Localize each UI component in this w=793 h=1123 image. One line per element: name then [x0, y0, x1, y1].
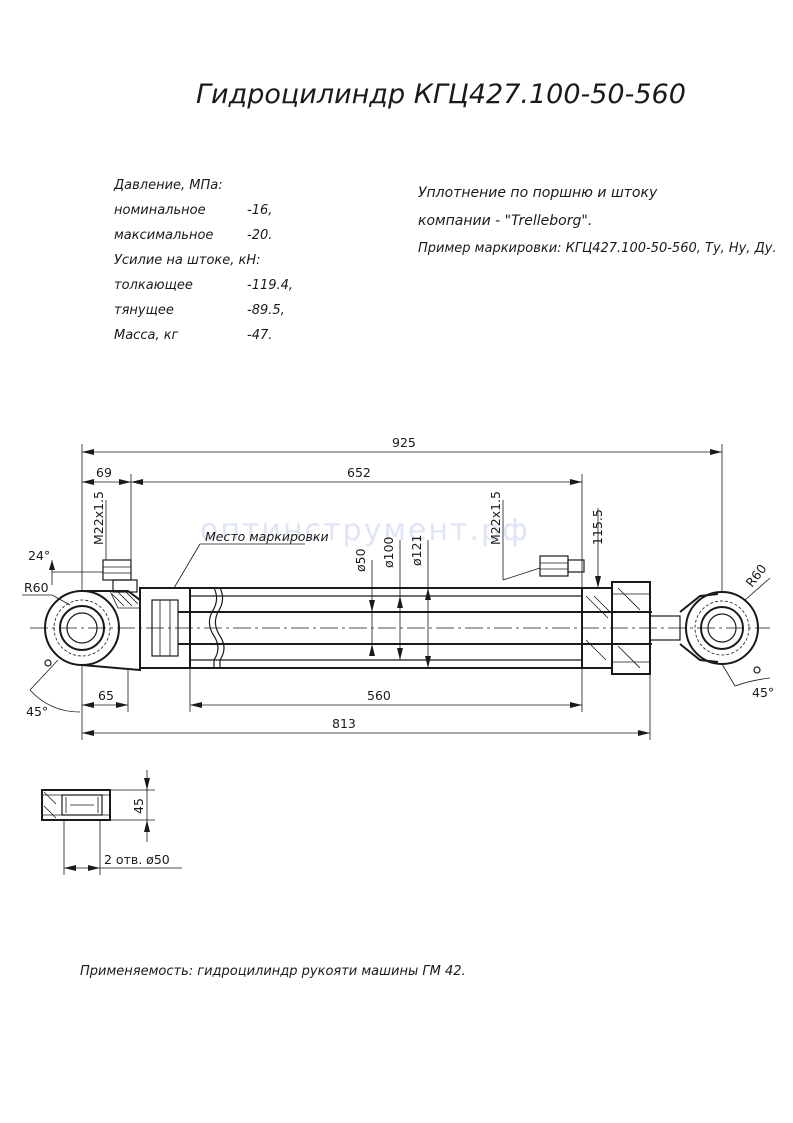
dim-rod-dia: ø50: [353, 548, 368, 572]
hatch-line: [585, 595, 609, 619]
dim-end-offset: 69: [96, 465, 112, 480]
dim-eye-width: 45: [131, 798, 146, 814]
left-eye-bore: [59, 605, 105, 651]
eye-detail: 45 2 отв. ø50: [41, 770, 182, 875]
spec-label: Усилие на штоке, кН:: [114, 253, 261, 268]
spec-label: толкающее: [114, 278, 193, 293]
hatch-line: [617, 587, 641, 611]
dim-port-height: 115.5: [590, 509, 605, 545]
grease-nipple: [44, 659, 52, 667]
dim-port-thread-left: M22x1.5: [91, 491, 106, 545]
dim-arrows: [369, 600, 375, 656]
applicability-note: Применяемость: гидроцилиндр рукояти маши…: [80, 964, 466, 979]
dim-stroke: 560: [367, 688, 391, 703]
seal-note-line1: Уплотнение по поршню и штоку: [418, 185, 658, 201]
dim-radius-left: R60: [24, 580, 49, 595]
right-port-fitting: [539, 555, 569, 577]
watermark: оптинструмент.рф: [200, 513, 530, 548]
dim-angle-bottom-right: 45°: [752, 685, 774, 700]
label-marking-location: Место маркировки: [205, 529, 329, 544]
left-port-body: [112, 579, 138, 593]
ext-line: [29, 659, 59, 691]
leader: [173, 543, 201, 589]
break-line: [208, 587, 219, 668]
leader: [744, 577, 771, 601]
seal-note-line2: компании - "Trelleborg".: [418, 213, 592, 229]
rod-end: [649, 615, 681, 641]
eye-detail-bushing: [61, 794, 103, 816]
dim-holes: 2 отв. ø50: [104, 852, 170, 867]
left-eye-inner: [66, 612, 98, 644]
piston: [151, 599, 179, 657]
spec-value: -119.4,: [247, 278, 293, 293]
dim-arrows: [64, 865, 100, 871]
eye-detail-body: [41, 789, 111, 821]
hatch-line: [617, 645, 641, 669]
dim-total: 925: [392, 435, 416, 450]
spec-label: тянущее: [114, 303, 174, 318]
seal-note: Уплотнение по поршню и штоку компании - …: [418, 185, 777, 256]
ext-line: [721, 663, 736, 687]
dimensions: 925 652 69 M22x1.5 Место маркировки ø50 …: [22, 435, 774, 740]
left-end-cap: [139, 587, 191, 669]
dim-bore-dia: ø100: [381, 536, 396, 568]
right-port-body: [567, 559, 585, 573]
dim-arrows: [595, 576, 601, 588]
hatch-line: [593, 595, 611, 613]
right-eye-neck: [679, 593, 719, 663]
spec-value: -47.: [247, 328, 272, 343]
hatch-line: [585, 639, 607, 661]
leader: [51, 594, 71, 606]
right-eye-bushing: [694, 600, 750, 656]
hatch-line: [111, 593, 125, 607]
hatch-line: [43, 791, 57, 805]
dim-tube-dia: ø121: [409, 534, 424, 566]
dim-arrows: [82, 702, 128, 708]
spec-value: -16,: [247, 203, 272, 218]
spec-value: -20.: [247, 228, 272, 243]
spec-label: максимальное: [114, 228, 213, 243]
dim-closed-length: 813: [332, 716, 356, 731]
spec-label: Масса, кг: [114, 328, 179, 343]
page-title: Гидроцилиндр КГЦ427.100-50-560: [196, 79, 686, 110]
dim-angle-bottom-left: 45°: [26, 704, 48, 719]
dim-stroke-section: 652: [347, 465, 371, 480]
dim-angle-left: 24°: [28, 548, 50, 563]
break-line: [214, 587, 225, 668]
left-port-fitting: [102, 559, 132, 581]
spec-value: -89.5,: [247, 303, 285, 318]
hatch-line: [43, 805, 57, 819]
dim-end-width: 65: [98, 688, 114, 703]
hatch-line: [117, 591, 133, 607]
dim-angle-arc: [734, 677, 771, 687]
left-eye-body: [81, 590, 141, 672]
spec-list: Давление, МПа: номинальное -16, максимал…: [113, 178, 293, 343]
right-eye-bore: [700, 606, 744, 650]
seal-note-line3: Пример маркировки: КГЦ427.100-50-560, Ту…: [418, 241, 777, 256]
leader: [502, 567, 541, 581]
dim-arrows: [144, 778, 150, 832]
dim-radius-right: R60: [743, 561, 770, 590]
dim-port-thread-right: M22x1.5: [488, 491, 503, 545]
dim-arrows: [49, 560, 55, 570]
hatch-line: [125, 591, 139, 605]
right-eye-inner: [707, 613, 737, 643]
spec-label: номинальное: [114, 203, 206, 218]
spec-label: Давление, МПа:: [113, 178, 223, 193]
dim-angle-arc: [29, 689, 81, 713]
grease-nipple: [753, 666, 761, 674]
left-eye-bushing: [53, 599, 111, 657]
